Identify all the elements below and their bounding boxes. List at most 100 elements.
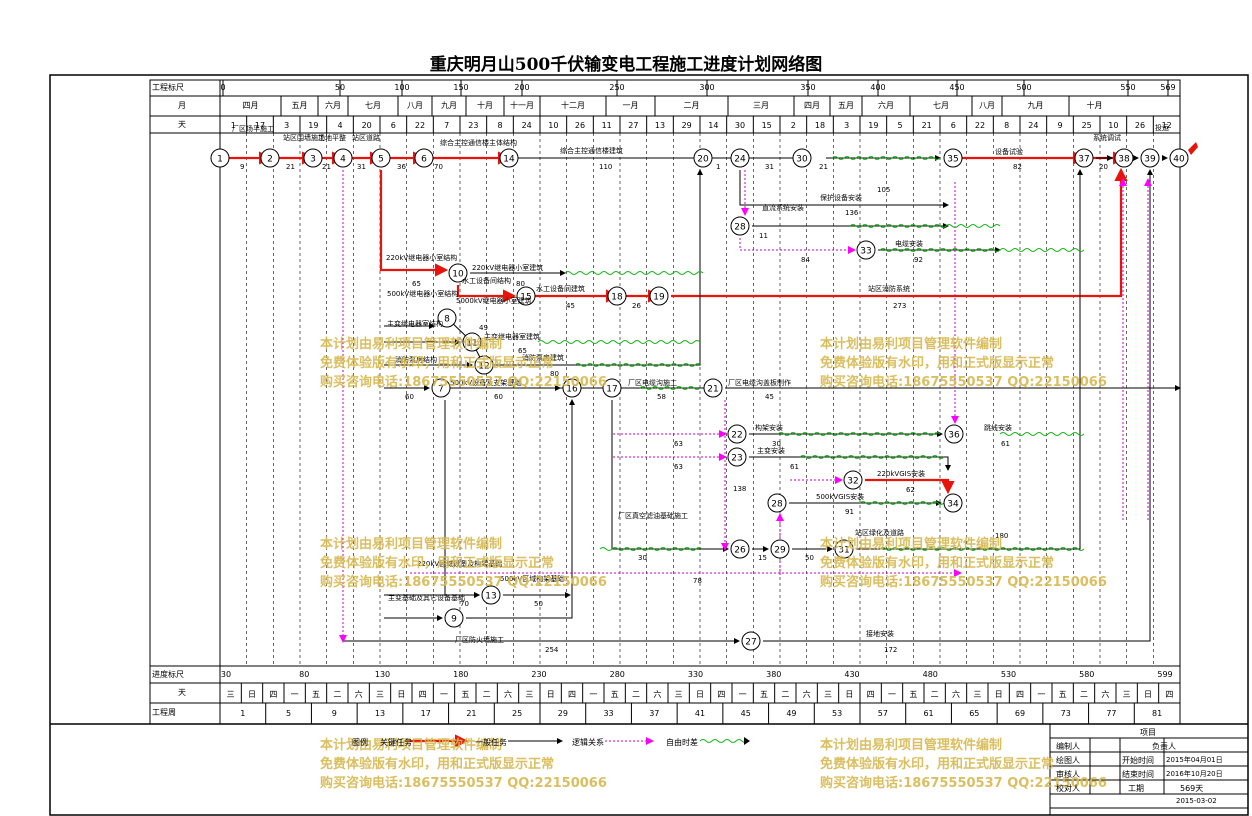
weekday-label: 一 <box>291 690 299 699</box>
node-circle <box>303 148 323 168</box>
task-label: 220kV区域设备及构架基础 <box>417 559 502 568</box>
node-circle <box>1074 148 1094 168</box>
node-circle <box>1169 148 1189 168</box>
node-number: 16 <box>566 385 578 395</box>
duration-label: 50 <box>534 600 543 608</box>
task-label: 主变安装 <box>757 446 785 455</box>
info-start-value: 2015年04月01日 <box>1166 756 1223 764</box>
duration-label: 49 <box>479 324 488 332</box>
node-35: 35 <box>943 148 963 168</box>
node-37: 37 <box>1074 148 1094 168</box>
node-32: 32 <box>843 470 863 490</box>
node-number: 26 <box>734 546 746 556</box>
node-number: 35 <box>947 155 958 165</box>
node-circle <box>943 148 963 168</box>
node-34: 34 <box>943 493 963 513</box>
weekday-label: 四 <box>419 690 427 699</box>
weekday-label: 日 <box>397 690 405 699</box>
duration-label: 172 <box>884 646 897 654</box>
duration-label: 273 <box>893 302 906 310</box>
scale-tick: 150 <box>453 83 468 92</box>
weekday-label: 日 <box>845 690 853 699</box>
node-number: 10 <box>452 270 464 280</box>
node-number: 24 <box>734 155 746 165</box>
float-wave <box>777 432 941 436</box>
scale-tick: 550 <box>1120 83 1135 92</box>
weekday-label: 四 <box>568 690 576 699</box>
week-label: 37 <box>649 709 659 718</box>
node-11: 11 <box>462 332 482 352</box>
week-label: 57 <box>878 709 888 718</box>
weekday-label: 一 <box>888 690 896 699</box>
week-label: 45 <box>741 709 751 718</box>
node-circle <box>562 378 582 398</box>
node-23: 23 <box>727 447 747 467</box>
node-circle <box>943 493 963 513</box>
task-label: 电缆安装 <box>895 239 923 248</box>
duration-label: 65 <box>412 280 421 288</box>
day-label: 25 <box>1082 121 1092 130</box>
node-8: 8 <box>437 308 457 328</box>
task-arrow <box>763 169 1153 642</box>
week-label: 13 <box>375 709 385 718</box>
progress-tick: 230 <box>531 670 546 679</box>
node-circle <box>727 424 747 444</box>
progress-tick: 130 <box>375 670 390 679</box>
weekday-label: 三 <box>525 690 533 699</box>
duration-label: 70 <box>434 163 443 171</box>
info-box <box>1049 723 1249 816</box>
task-label: 保护设备安装 <box>820 193 862 202</box>
task-label: 厂区防火墙施工 <box>455 635 504 644</box>
day-label: 14 <box>708 121 718 130</box>
node-5: 5 <box>371 148 391 168</box>
legend-float-symbol <box>699 739 749 743</box>
node-40: 40 <box>1169 148 1189 168</box>
month-label: 八月 <box>979 101 995 110</box>
progress-tick: 80 <box>299 670 309 679</box>
node-10: 10 <box>448 263 468 283</box>
day-label: 12 <box>1162 121 1172 130</box>
month-label: 五月 <box>838 101 854 110</box>
task-arrow <box>749 456 951 471</box>
node-circle <box>481 585 501 605</box>
scale-tick: 350 <box>800 83 815 92</box>
logic-link <box>739 238 856 254</box>
float-wave <box>831 156 941 160</box>
day-label: 8 <box>497 121 502 130</box>
task-label: 主变继电器室建筑 <box>484 332 540 341</box>
node-number: 38 <box>1118 155 1130 165</box>
duration-label: 61 <box>790 463 799 471</box>
scale-tick: 200 <box>514 83 529 92</box>
page-title: 重庆明月山500千伏输变电工程施工进度计划网络图 <box>429 55 823 75</box>
task-label: 厂区真空滤油基础施工 <box>618 511 688 520</box>
scale-tick: 569 <box>1160 83 1175 92</box>
week-label: 61 <box>923 709 933 718</box>
float-wave <box>859 501 945 505</box>
month-label: 二月 <box>684 101 700 110</box>
node-number: 36 <box>948 431 960 441</box>
duration-label: 80 <box>550 370 559 378</box>
critical-task <box>865 478 955 495</box>
week-label: 29 <box>558 709 568 718</box>
scale-tick: 500 <box>1016 83 1031 92</box>
node-number: 12 <box>478 362 489 372</box>
node-number: 33 <box>860 247 871 257</box>
watermark: 本计划由易利项目管理软件编制 免费体验版有水印，用和正式版显示正常 购买咨询电话… <box>320 738 607 791</box>
weekday-label: 一 <box>589 690 597 699</box>
duration-label: 36 <box>397 163 406 171</box>
node-27: 27 <box>741 631 761 651</box>
float-wave <box>879 248 1085 252</box>
day-label: 19 <box>868 121 878 130</box>
duration-label: 30 <box>638 554 647 562</box>
info-date: 2015-03-02 <box>1176 797 1217 805</box>
weekday-label: 二 <box>931 690 939 699</box>
node-number: 17 <box>606 385 617 395</box>
node-circle <box>371 148 391 168</box>
duration-label: 136 <box>845 209 859 217</box>
weekday-label: 五 <box>760 690 768 699</box>
duration-label: 21 <box>322 163 331 171</box>
node-4: 4 <box>333 148 353 168</box>
task-arrow <box>484 169 703 366</box>
week-label: 25 <box>512 709 522 718</box>
day-label: 7 <box>444 121 449 130</box>
